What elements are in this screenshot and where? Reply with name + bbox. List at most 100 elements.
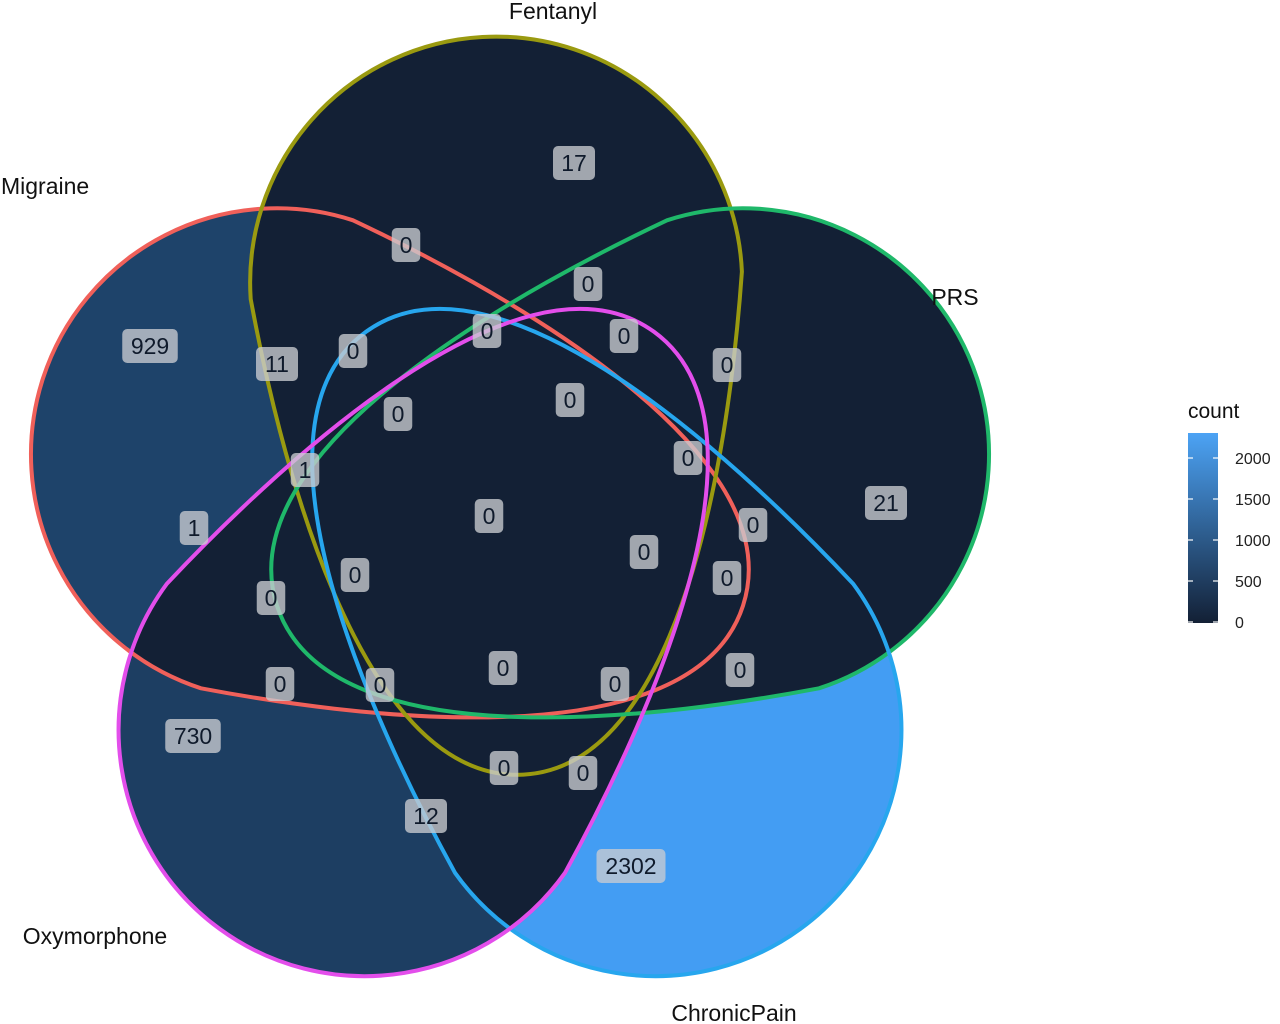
set-label-oxymorphone: Oxymorphone xyxy=(23,923,167,949)
count-value: 0 xyxy=(483,503,496,529)
legend-tick-label: 1000 xyxy=(1235,533,1271,550)
count-label-r-0d: 0 xyxy=(472,314,502,348)
count-value: 0 xyxy=(564,387,577,413)
count-label-r-0r: 0 xyxy=(600,667,630,701)
count-label-r-12: 12 xyxy=(405,799,447,833)
count-value: 0 xyxy=(734,657,747,683)
legend-tick-label: 2000 xyxy=(1235,451,1271,468)
count-label-r-0u: 0 xyxy=(568,756,598,790)
count-value: 0 xyxy=(400,232,413,258)
count-label-bg xyxy=(290,453,320,487)
legend-tick-label: 500 xyxy=(1235,574,1262,591)
count-label-bg xyxy=(738,508,768,542)
count-label-fentanyl-only: 17 xyxy=(553,146,595,180)
count-label-r-0p: 0 xyxy=(365,668,395,702)
count-value: 0 xyxy=(392,401,405,427)
count-label-bg xyxy=(474,499,504,533)
count-value: 0 xyxy=(721,352,734,378)
count-value: 0 xyxy=(638,539,651,565)
count-label-bg xyxy=(391,228,421,262)
count-value: 11 xyxy=(265,351,289,377)
count-label-r-0j: 0 xyxy=(738,508,768,542)
count-label-bg xyxy=(629,535,659,569)
count-value: 0 xyxy=(374,672,387,698)
count-label-r-0t: 0 xyxy=(489,751,519,785)
count-label-r-0q: 0 xyxy=(488,651,518,685)
count-label-bg xyxy=(365,668,395,702)
legend: count 2000 1500 1000 500 0 xyxy=(1188,400,1271,632)
region-mask xyxy=(312,308,749,718)
count-value: 2302 xyxy=(605,853,656,879)
count-value: 12 xyxy=(413,803,439,829)
count-label-bg xyxy=(573,267,603,301)
count-label-bg xyxy=(472,314,502,348)
count-label-bg xyxy=(256,581,286,615)
set-outlines xyxy=(28,34,992,979)
legend-ticks: 2000 1500 1000 500 0 xyxy=(1188,451,1271,632)
count-label-r-0e: 0 xyxy=(609,319,639,353)
count-value: 0 xyxy=(349,562,362,588)
count-label-bg xyxy=(122,329,178,363)
count-value: 730 xyxy=(174,723,212,749)
count-label-r-0l: 0 xyxy=(712,561,742,595)
outline-chronicpain xyxy=(310,306,904,979)
set-labels: Migraine Fentanyl PRS ChronicPain Oxymor… xyxy=(1,0,979,1024)
count-label-bg xyxy=(405,799,447,833)
count-label-r-0i: 0 xyxy=(673,441,703,475)
count-label-bg xyxy=(340,558,370,592)
count-label-r-1b: 1 xyxy=(179,511,209,545)
count-label-bg xyxy=(165,719,221,753)
count-label-bg xyxy=(338,334,368,368)
set-label-prs: PRS xyxy=(931,284,978,310)
count-label-r-0g: 0 xyxy=(383,397,413,431)
outline-fentanyl xyxy=(248,34,744,777)
count-label-bg xyxy=(596,849,666,883)
set-label-migraine: Migraine xyxy=(1,173,89,199)
count-value: 0 xyxy=(265,585,278,611)
count-label-r-center: 0 xyxy=(474,499,504,533)
count-label-bg xyxy=(725,653,755,687)
count-label-bg xyxy=(712,561,742,595)
count-label-r-0b: 0 xyxy=(573,267,603,301)
count-label-r-1a: 1 xyxy=(290,453,320,487)
count-value: 0 xyxy=(498,755,511,781)
count-value: 0 xyxy=(721,565,734,591)
count-label-oxymorphone-only: 730 xyxy=(165,719,221,753)
count-label-bg xyxy=(609,319,639,353)
count-value: 0 xyxy=(582,271,595,297)
count-value: 0 xyxy=(618,323,631,349)
count-value: 0 xyxy=(481,318,494,344)
count-value: 0 xyxy=(577,760,590,786)
count-label-bg xyxy=(489,751,519,785)
count-label-bg xyxy=(383,397,413,431)
count-label-bg xyxy=(555,383,585,417)
count-value: 0 xyxy=(609,671,622,697)
count-label-r-0n: 0 xyxy=(256,581,286,615)
count-label-bg xyxy=(865,486,907,520)
count-label-bg xyxy=(673,441,703,475)
region-fills xyxy=(30,36,990,977)
count-value: 0 xyxy=(682,445,695,471)
count-value: 17 xyxy=(561,150,587,176)
count-label-bg xyxy=(256,347,298,381)
count-value: 1 xyxy=(188,515,201,541)
count-label-r-0h: 0 xyxy=(555,383,585,417)
count-value: 0 xyxy=(747,512,760,538)
count-value: 1 xyxy=(299,457,312,483)
set-label-fentanyl: Fentanyl xyxy=(509,0,597,24)
count-value: 21 xyxy=(873,490,899,516)
legend-title: count xyxy=(1188,400,1240,423)
count-label-prs-only: 21 xyxy=(865,486,907,520)
legend-colorbar xyxy=(1188,433,1218,623)
count-value: 929 xyxy=(131,333,169,359)
count-label-chronicpain-only: 2302 xyxy=(596,849,666,883)
count-label-migraine-only: 929 xyxy=(122,329,178,363)
legend-tick-label: 0 xyxy=(1235,615,1244,632)
count-label-bg xyxy=(179,511,209,545)
count-label-r-0a: 0 xyxy=(391,228,421,262)
count-value: 0 xyxy=(497,655,510,681)
count-label-r-0m: 0 xyxy=(340,558,370,592)
count-label-bg xyxy=(568,756,598,790)
count-label-r-0f: 0 xyxy=(712,348,742,382)
